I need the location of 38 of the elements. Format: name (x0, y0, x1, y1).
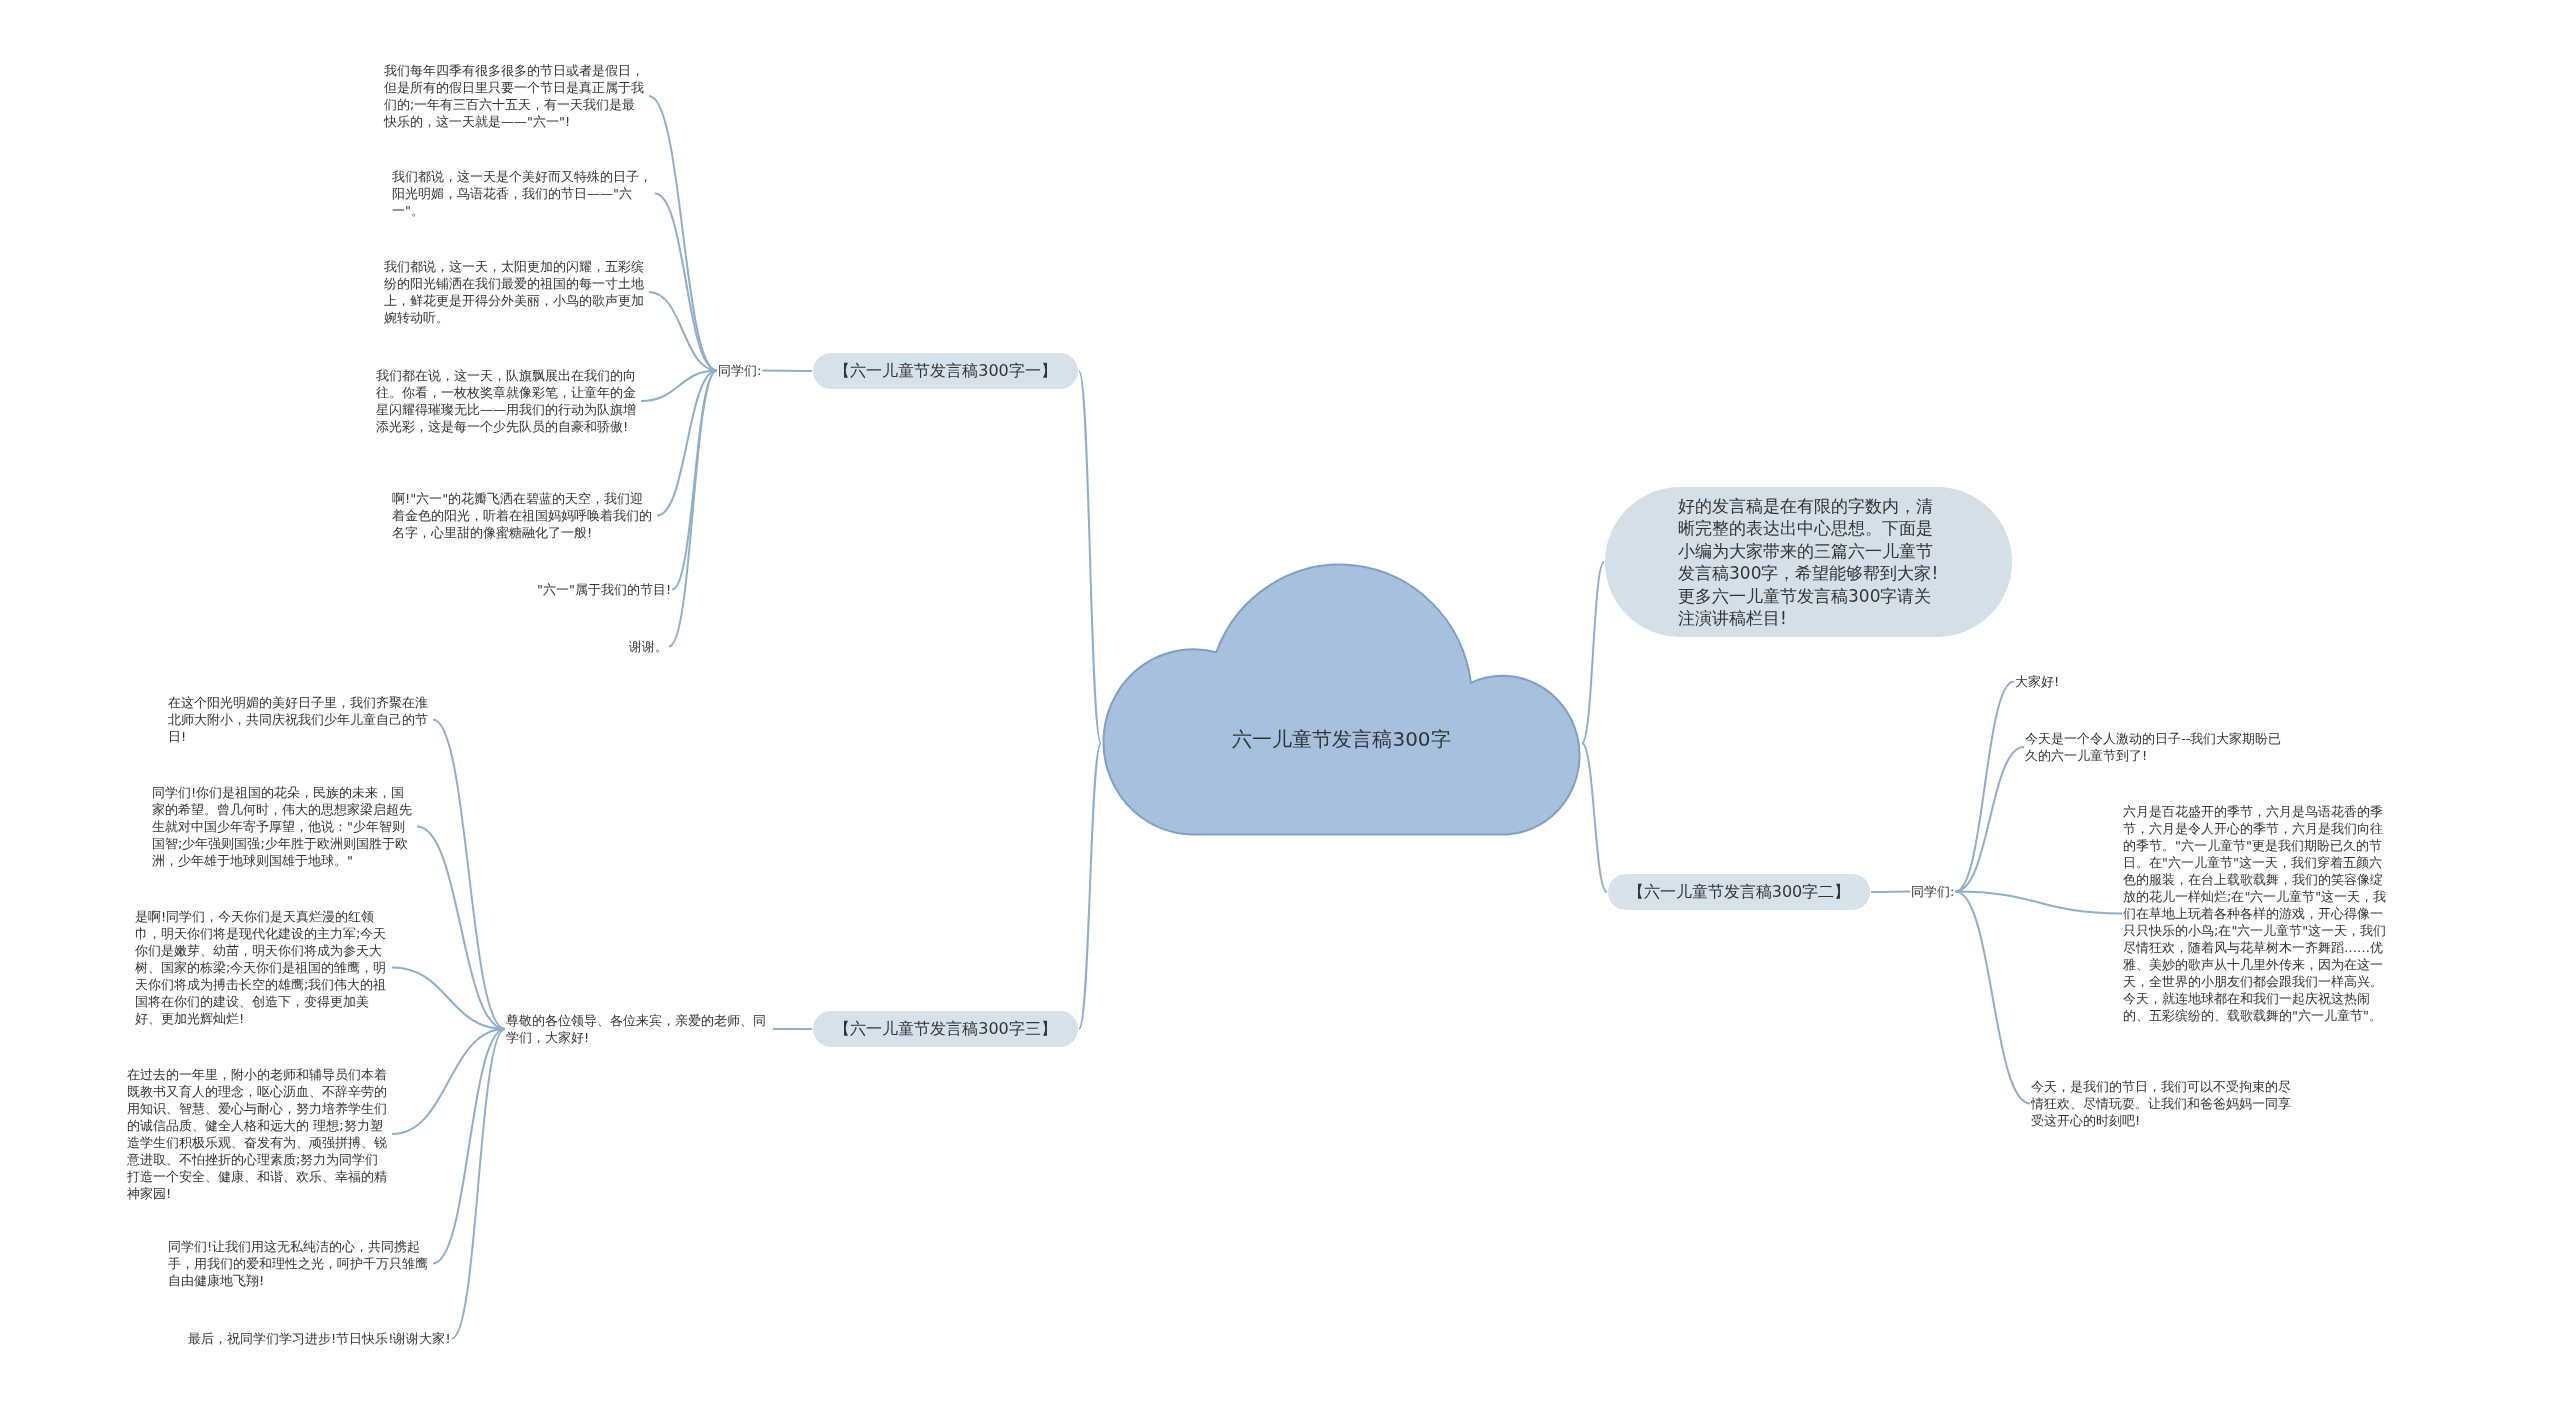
connector-line (772, 1028, 813, 1030)
connector-line (1954, 890, 2031, 1105)
paragraph-text: 六月是百花盛开的季节，六月是鸟语花香的季节，六月是令人开心的季节，六月是我们向往的季节。"六一儿童节"更是我们期盼已久的节日。在"六一儿童节"这一天，我们穿着五颜六色的服装，在台上载歌载舞，我们的笑容像绽放的花儿一样灿烂;在"六一儿童节"这一天，我们在草地上玩着各种各样的游戏，开心得像一只只快乐的小鸟;在"六一儿童节"这一天，我们尽情狂欢，随着风与花草树木一齐舞蹈……优雅、美妙的歌声从十几里外传来，因为在这一天，全世界的小朋友们都会跟我们一样高兴。今天，就连地球都在和我们一起庆祝这热闹的、五彩缤纷的、载歌载舞的"六一儿童节"。 (2123, 803, 2387, 1024)
paragraph-text: 啊!"六一"的花瓣飞洒在碧蓝的天空，我们迎着金色的阳光，听着在祖国妈妈呼唤着我们的名字，心里甜的像蜜糖融化了一般! (392, 490, 656, 541)
paragraph-text: 是啊!同学们，今天你们是天真烂漫的红领巾，明天你们将是现代化建设的主力军;今天你们是嫩芽、幼苗，明天你们将成为参天大树、国家的栋梁;今天你们是祖国的雏鹰，明天你们将成为搏击长空的雄鹰;我们伟大的祖国将在你们的建设、创造下，变得更加美好、更加光辉灿烂! (135, 908, 391, 1027)
connector-line (432, 1028, 506, 1265)
paragraph-text: 今天，是我们的节日，我们可以不受拘束的尽情狂欢、尽情玩耍。让我们和爸爸妈妈一同享受这开心的时刻吧! (2031, 1078, 2295, 1129)
paragraph-text: 同学们!你们是祖国的花朵，民族的未来，国家的希望。曾几何时，伟大的思想家梁启超先生就对中国少年寄予厚望，他说："少年智则国智;少年强则国强;少年胜于欧洲则国胜于欧洲，少年雄于地球则国雄于地球。" (152, 784, 416, 869)
branch-topic: 【六一儿童节发言稿300字二】 (1608, 874, 1870, 910)
connector-line (668, 369, 718, 648)
paragraph-text: 我们都在说，这一天，队旗飘展出在我们的向往。你看，一枚枚奖章就像彩笔，让童年的金星闪耀得璀璨无比——用我们的行动为队旗增添光彩，这是每一个少先队员的自豪和骄傲! (376, 367, 640, 435)
paragraph-text: "六一"属于我们的节目! (537, 581, 672, 598)
branch-topic: 【六一儿童节发言稿300字三】 (813, 1011, 1078, 1047)
branch-topic: 【六一儿童节发言稿300字一】 (813, 353, 1078, 389)
paragraph-text: 我们每年四季有很多很多的节日或者是假日，但是所有的假日里只要一个节日是真正属于我们的;一年有三百六十五天，有一天我们是最快乐的，这一天就是——"六一"! (384, 62, 648, 130)
connector-line (761, 369, 813, 372)
subtopic-text: 尊敬的各位领导、各位来宾，亲爱的老师、同学们，大家好! (506, 1012, 772, 1046)
central-topic: 六一儿童节发言稿300字 (1102, 563, 1581, 836)
connector-line (1954, 746, 2025, 893)
connector-line (1078, 370, 1102, 745)
subtopic-text: 同学们: (1911, 883, 1955, 900)
paragraph-text: 最后，祝同学们学习进步!节日快乐!谢谢大家! (188, 1330, 451, 1347)
paragraph-text: 今天是一个令人激动的日子--我们大家期盼已久的六一儿童节到了! (2025, 730, 2287, 764)
intro-bubble: 好的发言稿是在有限的字数内，清晰完整的表达出中心思想。下面是小编为大家带来的三篇六一儿童节发言稿300字，希望能够帮到大家!更多六一儿童节发言稿300字请关注演讲稿栏目! (1605, 487, 2012, 637)
paragraph-text: 同学们!让我们用这无私纯洁的心，共同携起手，用我们的爱和理性之光，呵护千万只雏鹰自由健康地飞翔! (168, 1238, 432, 1289)
connector-line (1581, 742, 1608, 893)
connector-line (432, 718, 506, 1030)
connector-line (1078, 742, 1102, 1030)
paragraph-text: 大家好! (2015, 673, 2060, 690)
connector-line (450, 1028, 506, 1340)
subtopic-text: 同学们: (718, 362, 762, 379)
paragraph-text: 在过去的一年里，附小的老师和辅导员们本着既教书又育人的理念，呕心沥血、不辞辛劳的用知识、智慧、爱心与耐心，努力培养学生们的诚信品质、健全人格和远大的 理想;努力塑造学生们积极乐观、奋发有为、顽强拼搏、锐意进取、不怕挫折的心理素质;努力为同学们打造一个安全、健康、和谐、欢乐、幸福的精神家园! (127, 1066, 391, 1202)
paragraph-text: 在这个阳光明媚的美好日子里，我们齐聚在淮北师大附小，共同庆祝我们少年儿童自己的节日! (168, 694, 432, 745)
paragraph-text: 我们都说，这一天，太阳更加的闪耀，五彩缤纷的阳光铺洒在我们最爱的祖国的每一寸土地上，鲜花更是开得分外美丽，小鸟的歌声更加婉转动听。 (384, 258, 648, 326)
paragraph-text: 我们都说，这一天是个美好而又特殊的日子，阳光明媚，鸟语花香，我们的节日——"六一"。 (392, 168, 654, 219)
connector-line (1581, 561, 1605, 745)
connector-line (1870, 890, 1911, 893)
paragraph-text: 谢谢。 (629, 638, 668, 655)
